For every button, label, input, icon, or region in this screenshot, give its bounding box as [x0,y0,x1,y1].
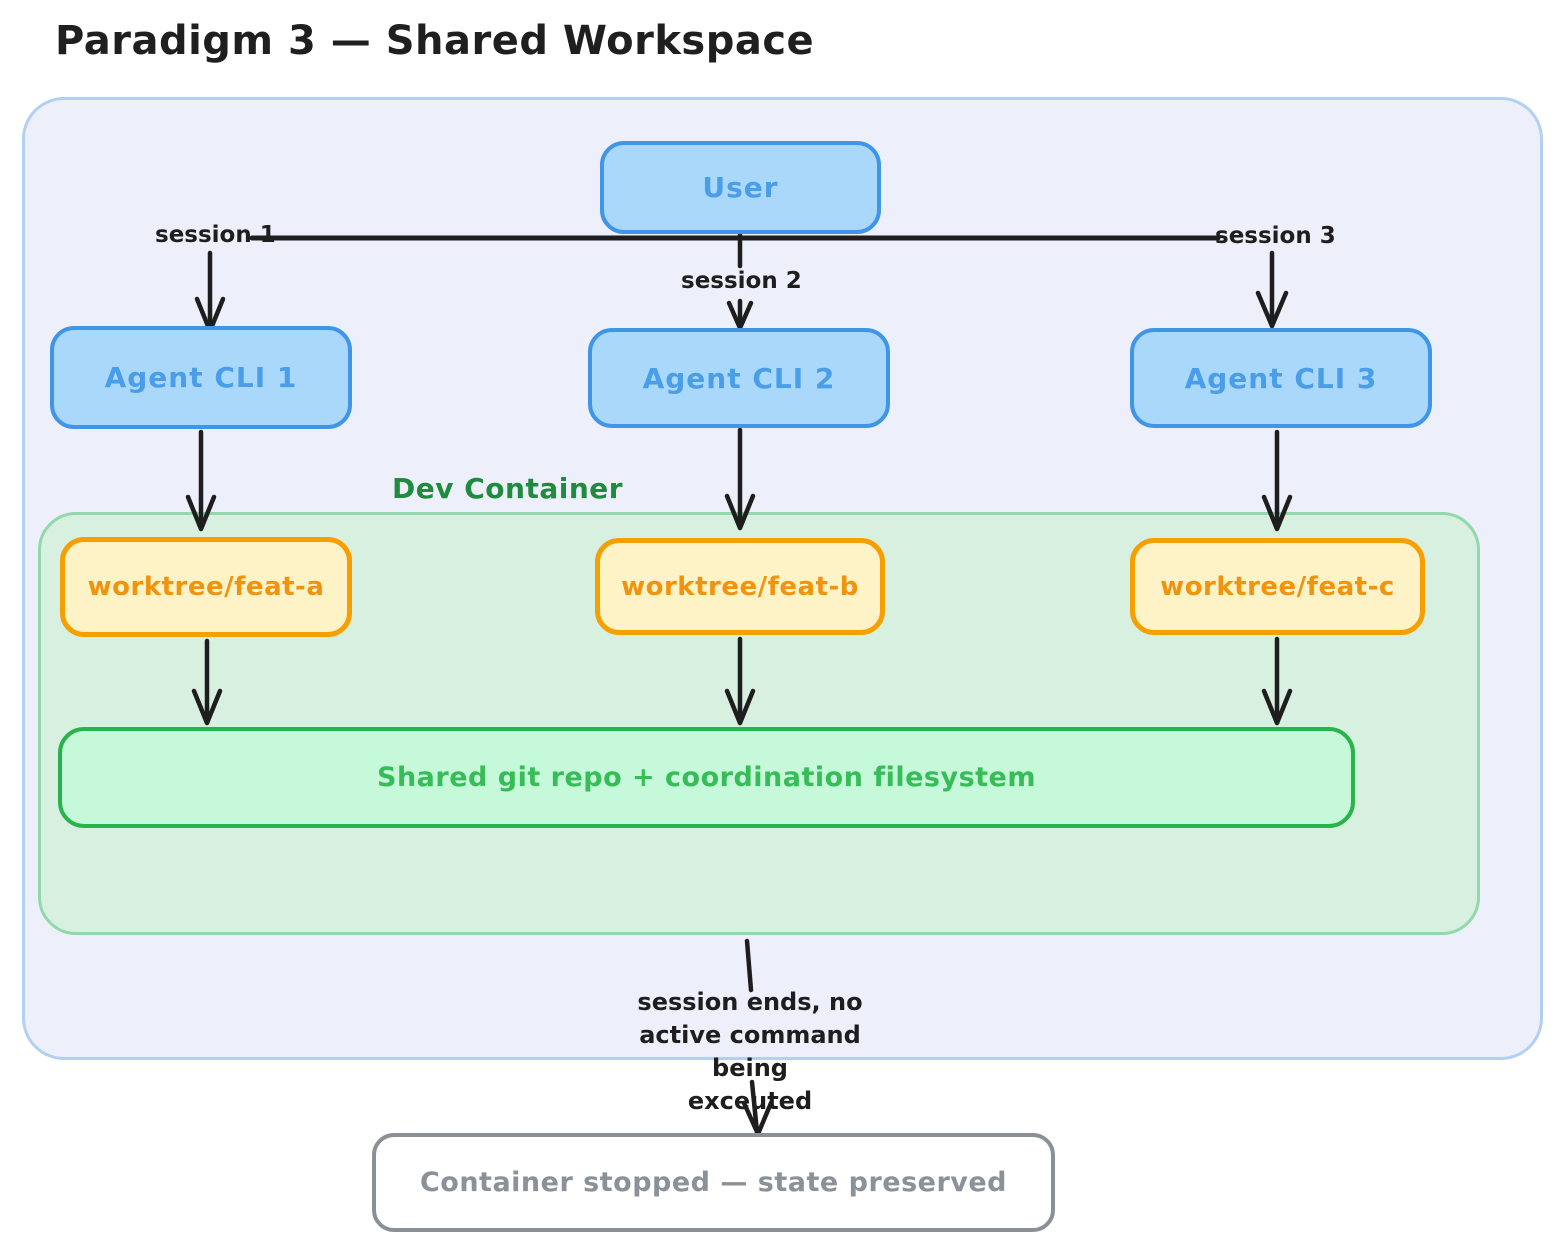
container-stopped-node: Container stopped — state preserved [372,1133,1055,1232]
agent-cli-2-label: Agent CLI 2 [642,361,836,395]
user-node-label: User [702,171,779,204]
worktree-feat-c-node: worktree/feat-c [1130,538,1425,635]
session-end-note-line-3: exceuted [687,1087,813,1115]
user-node: User [600,141,881,234]
session-2-label: session 2 [681,268,802,294]
session-end-note: session ends, no active command being ex… [605,986,895,1118]
shared-repo-label: Shared git repo + coordination filesyste… [377,762,1036,793]
session-3-label: session 3 [1215,223,1336,249]
session-end-note-line-2: active command being [639,1021,861,1082]
agent-cli-3-label: Agent CLI 3 [1184,361,1378,395]
agent-cli-2-node: Agent CLI 2 [588,328,890,428]
container-stopped-label: Container stopped — state preserved [419,1167,1008,1198]
session-1-label: session 1 [155,222,276,248]
shared-repo-node: Shared git repo + coordination filesyste… [58,727,1355,828]
diagram-title: Paradigm 3 — Shared Workspace [55,18,815,64]
worktree-feat-a-label: worktree/feat-a [87,572,325,602]
worktree-feat-a-node: worktree/feat-a [60,537,352,637]
agent-cli-1-label: Agent CLI 1 [104,361,298,394]
worktree-feat-b-node: worktree/feat-b [595,538,885,635]
dev-container-label: Dev Container [392,472,624,505]
agent-cli-1-node: Agent CLI 1 [50,326,352,429]
worktree-feat-b-label: worktree/feat-b [621,571,859,602]
session-end-note-line-1: session ends, no [637,988,863,1016]
worktree-feat-c-label: worktree/feat-c [1160,571,1395,602]
agent-cli-3-node: Agent CLI 3 [1130,328,1432,428]
